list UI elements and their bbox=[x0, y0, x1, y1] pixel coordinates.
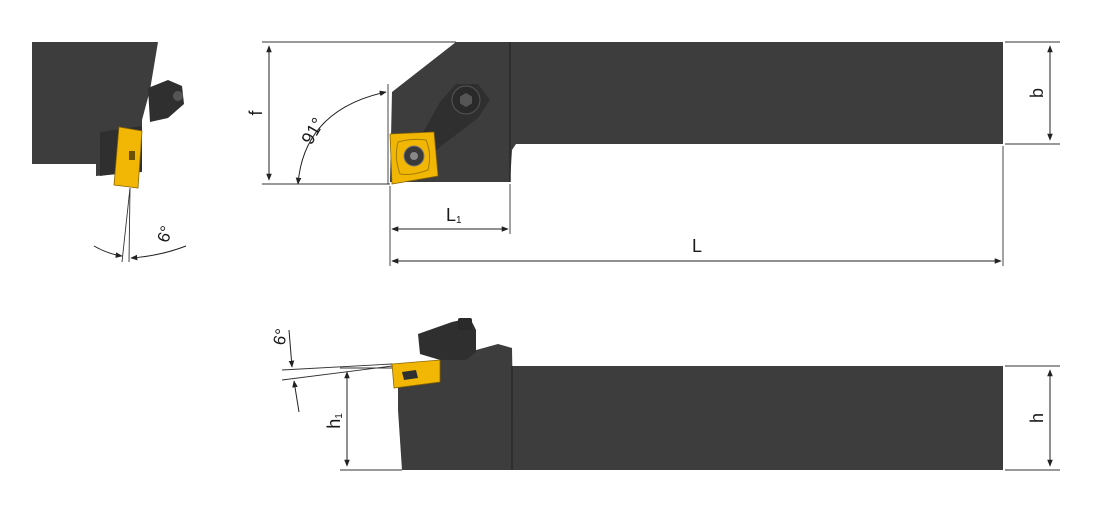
h-label: h bbox=[1027, 413, 1047, 423]
L1-label-sub: 1 bbox=[456, 215, 462, 226]
side-insert-seat bbox=[402, 370, 418, 380]
side-view-shank bbox=[510, 366, 1003, 470]
end-view-insert bbox=[113, 126, 143, 189]
front-angle-arrow-top bbox=[288, 329, 295, 368]
end-view-angle-ref-b bbox=[128, 187, 131, 263]
b-label: b bbox=[1027, 88, 1047, 98]
insert-center-screw-socket bbox=[410, 152, 418, 160]
insert-screw-slot bbox=[129, 151, 135, 160]
front-angle-arrow-bottom bbox=[292, 380, 300, 413]
top-view: f 91° L1 L b bbox=[246, 41, 1060, 266]
top-view-shank bbox=[510, 42, 1003, 182]
angle-91-label: 91° bbox=[297, 114, 328, 148]
f-label: f bbox=[246, 110, 266, 116]
end-view-angle-ref-a bbox=[121, 187, 131, 263]
side-view: 6° h1 h bbox=[270, 318, 1060, 471]
end-view-angle-arrow-left bbox=[93, 245, 123, 258]
clamp-lever-icon bbox=[148, 80, 184, 122]
L-label: L bbox=[692, 236, 702, 256]
side-angle-label: 6° bbox=[154, 223, 177, 244]
end-view-angle-arrow-right bbox=[130, 245, 187, 261]
side-angle-ref-a bbox=[281, 363, 393, 371]
L1-label-main: L bbox=[446, 205, 456, 225]
hex-socket-screw-icon bbox=[173, 91, 183, 101]
L1-label: L1 bbox=[446, 205, 462, 226]
h1-label-sub: 1 bbox=[334, 413, 345, 419]
front-angle-label: 6° bbox=[270, 327, 292, 347]
h1-label-main: h bbox=[324, 419, 344, 429]
end-view: 6° bbox=[32, 42, 187, 263]
side-clamp-screw bbox=[458, 318, 472, 330]
angle-91-arc bbox=[295, 90, 387, 185]
h1-label: h1 bbox=[324, 413, 345, 429]
hex-socket-screw-icon-top bbox=[460, 93, 472, 107]
insert-chipbreaker bbox=[395, 138, 431, 175]
